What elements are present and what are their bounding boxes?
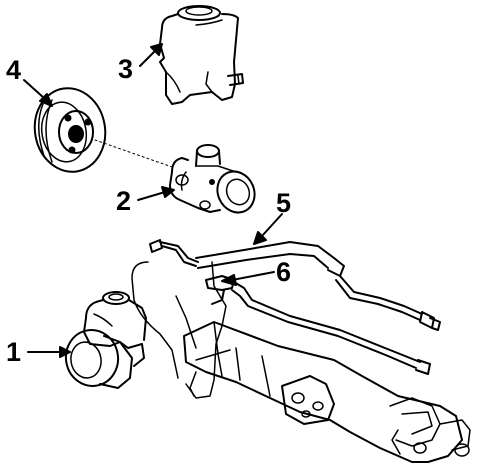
return-hose-icon: [205, 275, 431, 375]
leader-arrows: [23, 43, 283, 358]
arrow-3-icon: [139, 43, 163, 67]
reservoir-icon: [159, 5, 244, 105]
callout-1: 1: [6, 337, 22, 367]
pulley-icon: [33, 87, 176, 173]
pressure-hose-icon: [149, 239, 441, 331]
pump-assembly-icon: [64, 291, 147, 389]
steering-gear-icon: [131, 261, 471, 463]
power-steering-pump-icon: [169, 144, 256, 214]
callout-2: 2: [116, 186, 132, 216]
arrow-4-icon: [23, 79, 53, 107]
arrow-6-icon: [221, 271, 275, 286]
arrow-1-icon: [27, 346, 71, 358]
arrow-5-icon: [253, 213, 283, 245]
callout-6: 6: [276, 257, 292, 287]
callout-5: 5: [276, 188, 292, 218]
callout-4: 4: [6, 55, 22, 85]
arrow-2-icon: [137, 186, 175, 201]
callout-3: 3: [118, 54, 134, 84]
